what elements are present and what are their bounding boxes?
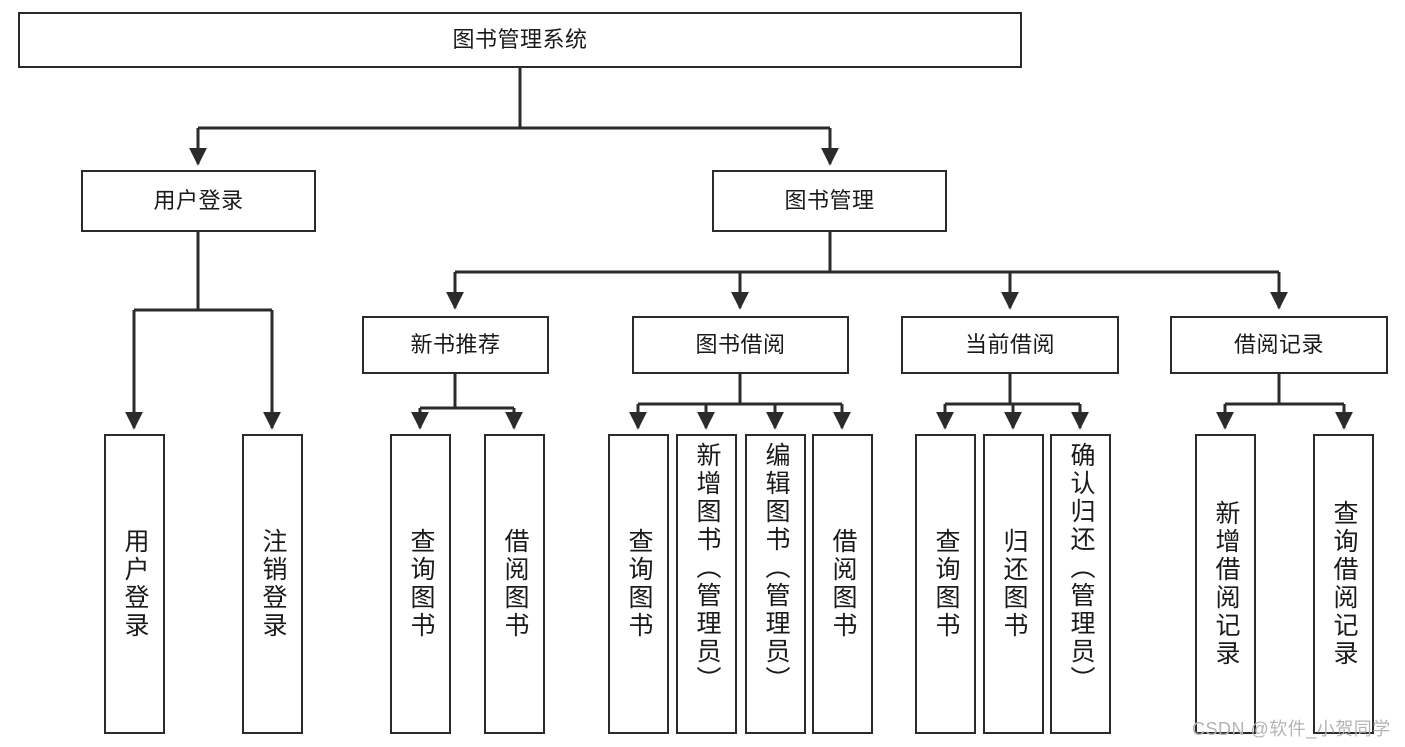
- node-label: 图书借阅: [695, 331, 786, 357]
- node-label: 借阅图书: [829, 528, 857, 640]
- node-label: 查询图书: [407, 528, 435, 640]
- node-label: 用户登录: [153, 187, 244, 213]
- node-label: 用户登录: [121, 528, 149, 640]
- node-label: 注销登录: [259, 528, 287, 640]
- node-label: 查询图书: [932, 528, 960, 640]
- node-label: 新增图书（管理员）: [693, 442, 721, 694]
- node-label: 编辑图书（管理员）: [762, 442, 790, 694]
- node-leaf-confirm-return[interactable]: 确认归还（管理员）: [1050, 434, 1111, 734]
- node-label: 图书管理系统: [452, 26, 588, 52]
- node-leaf-borrow-book-2[interactable]: 借阅图书: [812, 434, 873, 734]
- node-leaf-logout[interactable]: 注销登录: [242, 434, 303, 734]
- node-leaf-query-book-1[interactable]: 查询图书: [390, 434, 451, 734]
- node-label: 确认归还（管理员）: [1067, 442, 1095, 694]
- node-book-borrow[interactable]: 图书借阅: [632, 316, 849, 374]
- watermark: CSDN @软件_小贺同学: [1192, 719, 1391, 739]
- node-new-book-recommend[interactable]: 新书推荐: [362, 316, 549, 374]
- node-label: 查询图书: [625, 528, 653, 640]
- node-label: 归还图书: [1000, 528, 1028, 640]
- node-label: 图书管理: [784, 187, 875, 213]
- node-leaf-query-record[interactable]: 查询借阅记录: [1313, 434, 1374, 734]
- node-leaf-user-login[interactable]: 用户登录: [104, 434, 165, 734]
- node-leaf-borrow-book-1[interactable]: 借阅图书: [484, 434, 545, 734]
- node-leaf-add-book[interactable]: 新增图书（管理员）: [676, 434, 737, 734]
- node-borrow-record[interactable]: 借阅记录: [1170, 316, 1388, 374]
- node-leaf-return-book[interactable]: 归还图书: [983, 434, 1044, 734]
- node-label: 当前借阅: [964, 331, 1055, 357]
- node-label: 借阅图书: [501, 528, 529, 640]
- node-label: 新增借阅记录: [1212, 500, 1240, 668]
- node-leaf-query-book-3[interactable]: 查询图书: [915, 434, 976, 734]
- node-book-manage[interactable]: 图书管理: [712, 170, 947, 232]
- node-leaf-edit-book[interactable]: 编辑图书（管理员）: [745, 434, 806, 734]
- node-user-login[interactable]: 用户登录: [81, 170, 316, 232]
- node-label: 查询借阅记录: [1330, 500, 1358, 668]
- node-leaf-query-book-2[interactable]: 查询图书: [608, 434, 669, 734]
- node-current-borrow[interactable]: 当前借阅: [901, 316, 1119, 374]
- node-label: 借阅记录: [1233, 331, 1324, 357]
- node-leaf-add-record[interactable]: 新增借阅记录: [1195, 434, 1256, 734]
- node-book-management-system[interactable]: 图书管理系统: [18, 12, 1022, 68]
- node-label: 新书推荐: [410, 331, 501, 357]
